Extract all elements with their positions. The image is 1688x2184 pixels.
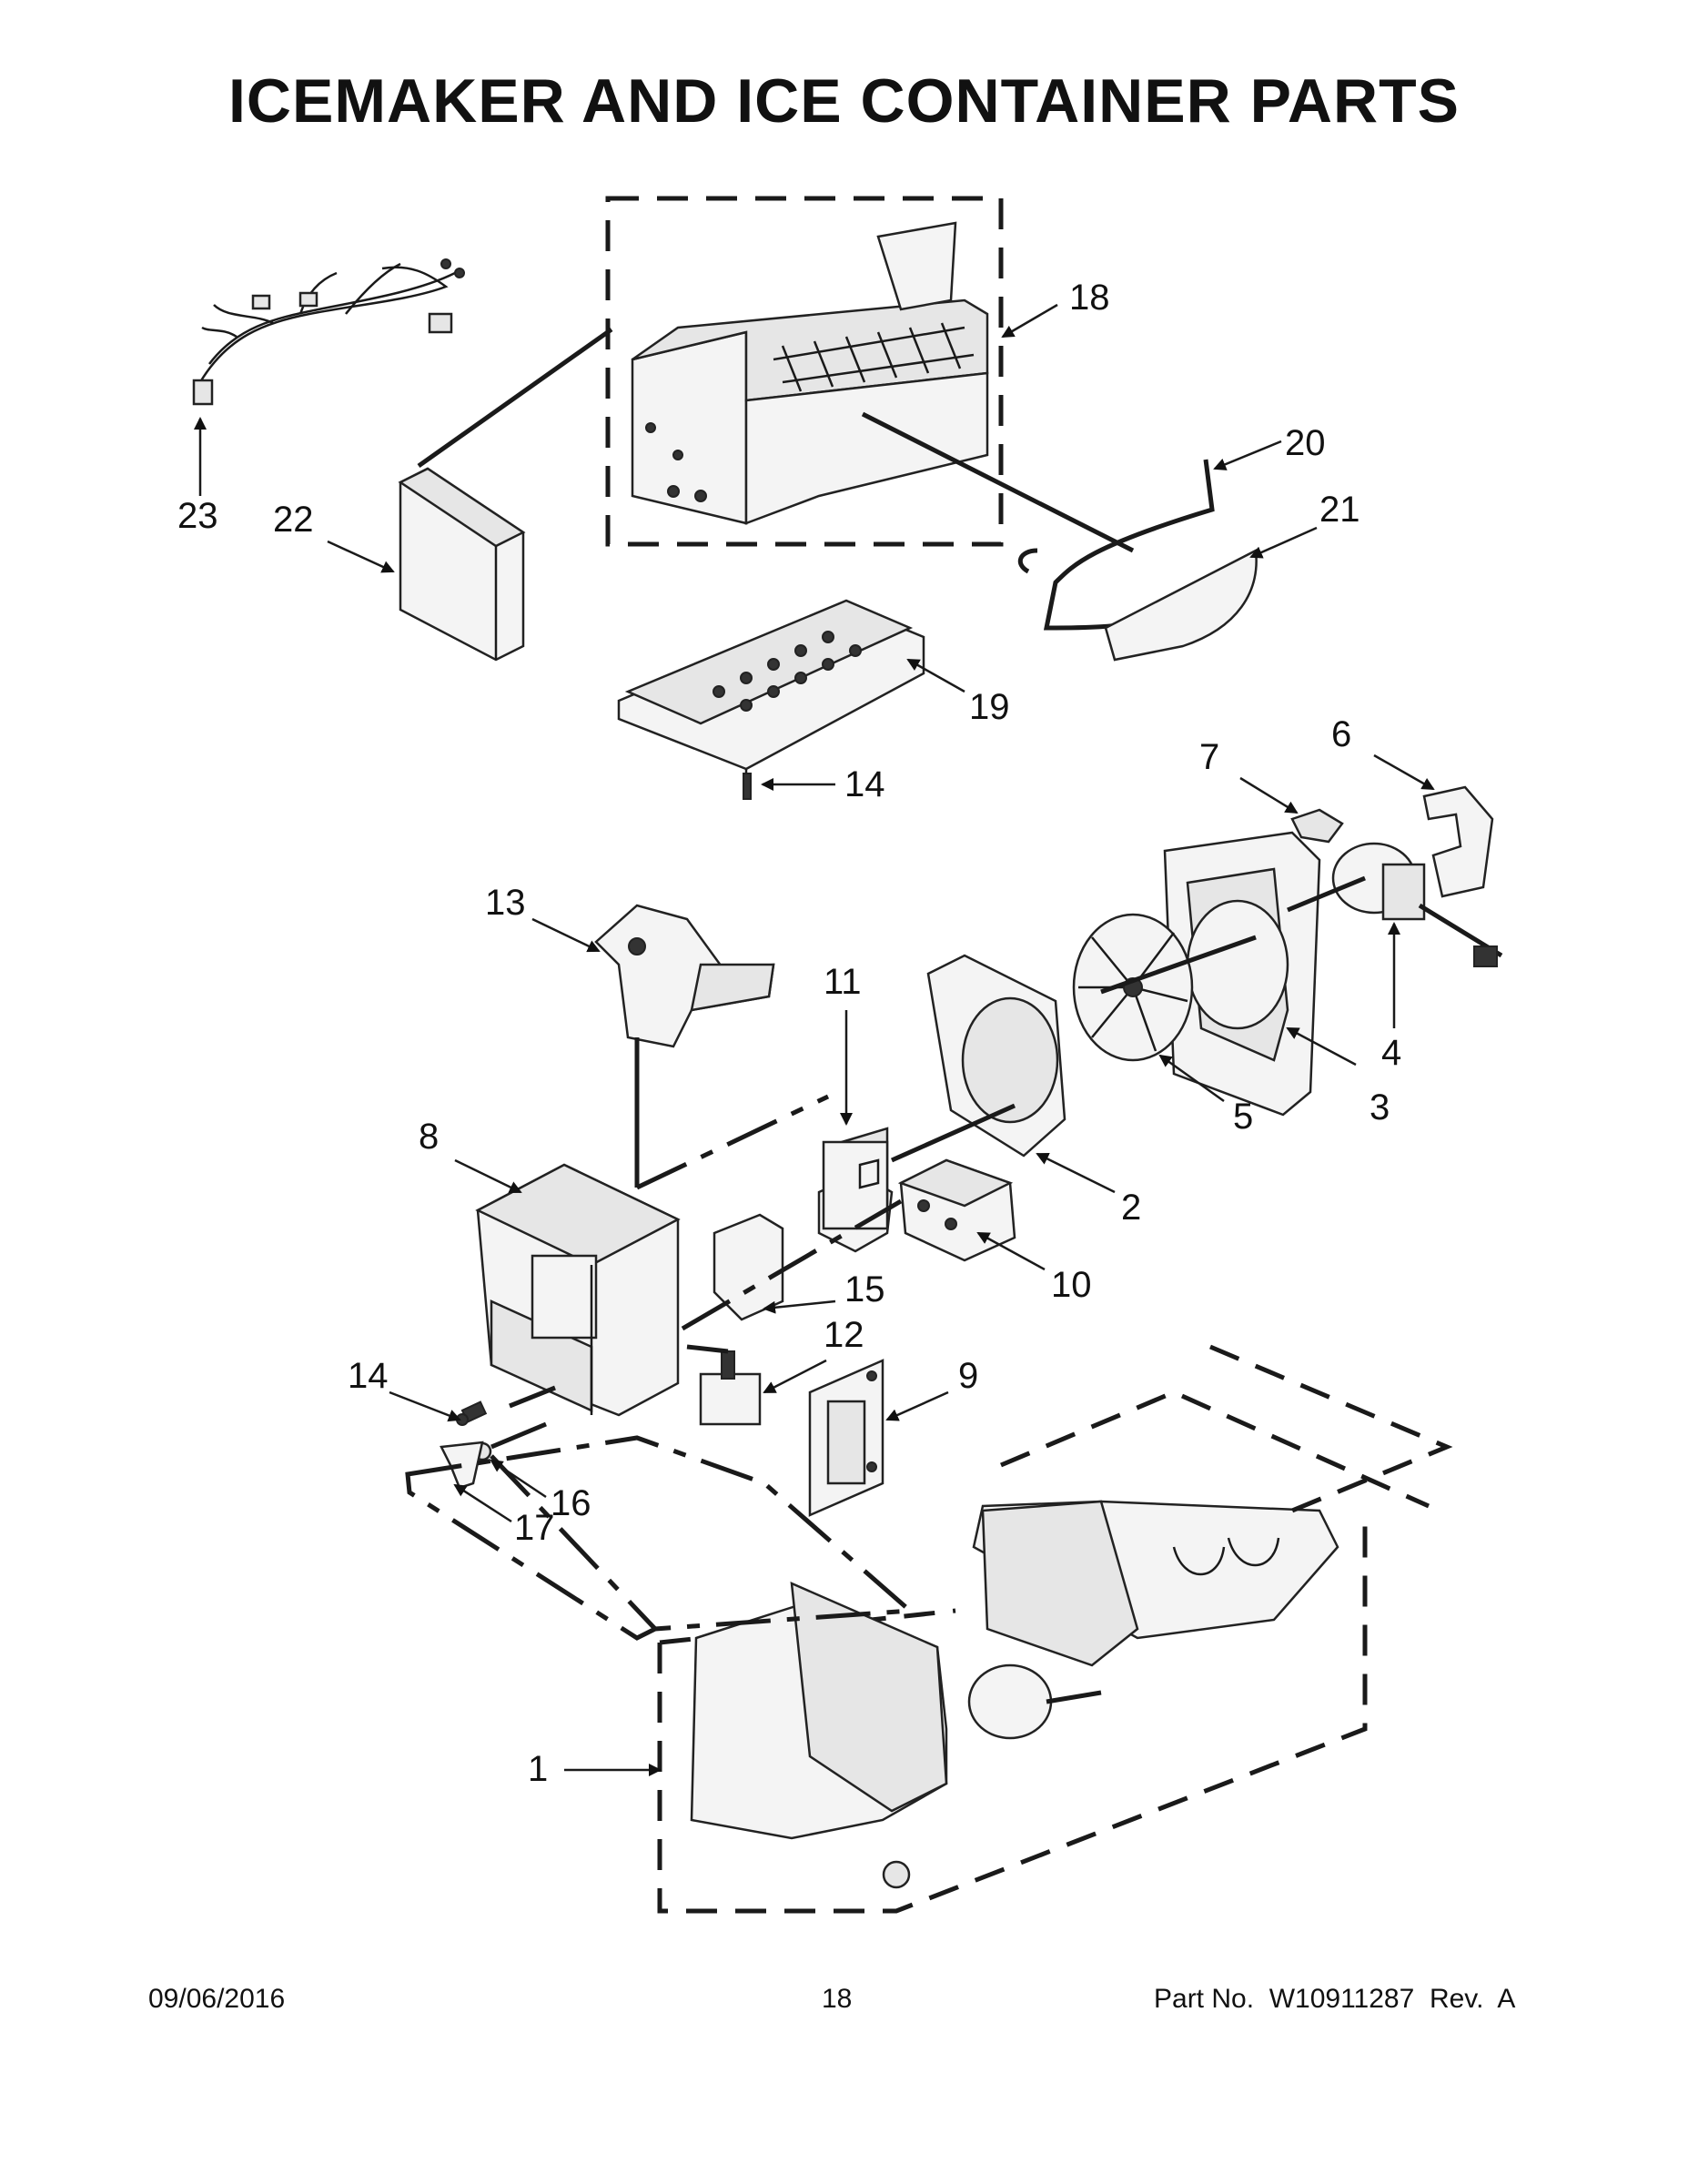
callout-14-upper: 14 — [844, 764, 885, 804]
callout-arrows — [194, 303, 1435, 1776]
callout-11: 11 — [824, 962, 862, 1002]
screw-lower — [456, 1400, 488, 1426]
fan-blade — [1072, 913, 1194, 1062]
callout-1: 1 — [528, 1749, 548, 1789]
callout-6: 6 — [1331, 714, 1351, 754]
group-outline-lower — [405, 1435, 916, 1641]
callout-20: 22 — [273, 500, 314, 540]
dispenser-housing — [475, 1163, 681, 1417]
callout-18: 18 — [1069, 278, 1110, 318]
callout-5: 5 — [1233, 1097, 1253, 1137]
callout-21: 20 — [1285, 423, 1326, 463]
callout-17: 17 — [514, 1508, 555, 1548]
callout-10: 10 — [1051, 1265, 1092, 1305]
callout-9: 9 — [958, 1356, 978, 1396]
footer-date: 09/06/2016 — [148, 1984, 286, 2014]
dispenser-control — [817, 1127, 894, 1253]
callout-15: 15 — [844, 1269, 885, 1309]
callout-12: 12 — [824, 1315, 864, 1355]
group-outline-mid — [1000, 1390, 1430, 1509]
dispenser-door — [808, 1359, 884, 1517]
callout-22: 21 — [1319, 490, 1360, 530]
fan-motor — [1331, 842, 1503, 967]
wire-harness — [192, 258, 465, 406]
callout-19: 19 — [969, 687, 1010, 727]
callout-4: 4 — [1381, 1033, 1401, 1073]
callout-13: 13 — [485, 883, 526, 923]
callout-labels: 18 20 21 23 22 19 14 7 6 4 3 5 2 10 11 1… — [177, 278, 1401, 1789]
ice-mold-tray — [617, 599, 925, 792]
control-cover — [398, 467, 526, 662]
icemaker-assembly — [605, 196, 1004, 547]
shutoff-arm — [1017, 459, 1258, 662]
motor-bracket — [1422, 785, 1494, 898]
screw-upper — [743, 773, 752, 800]
footer-page-number: 18 — [822, 1984, 853, 2014]
page-title: ICEMAKER AND ICE CONTAINER PARTS — [228, 66, 1460, 136]
callout-8: 8 — [419, 1117, 439, 1157]
callout-16: 16 — [551, 1483, 591, 1523]
connector-lines — [417, 327, 1366, 1450]
ice-container-assembly — [657, 1500, 1368, 1914]
callout-14-lower: 14 — [348, 1356, 389, 1396]
ice-chute — [594, 904, 775, 1048]
footer-part-number: Part No. W10911287 Rev. A — [1154, 1984, 1516, 2014]
solenoid-bracket — [713, 1213, 784, 1321]
motor-clip — [1290, 808, 1344, 844]
group-outline-right — [1209, 1344, 1453, 1513]
callout-23: 23 — [177, 496, 218, 536]
fan-housing — [1163, 831, 1321, 1117]
fan-shroud — [926, 954, 1066, 1158]
callout-2: 2 — [1121, 1188, 1141, 1228]
group-outline-link — [490, 1454, 657, 1631]
callout-3: 3 — [1370, 1087, 1390, 1127]
auger-motor — [897, 1158, 1016, 1262]
cam — [440, 1441, 484, 1490]
callout-7: 7 — [1199, 737, 1219, 777]
solenoid — [699, 1350, 762, 1426]
